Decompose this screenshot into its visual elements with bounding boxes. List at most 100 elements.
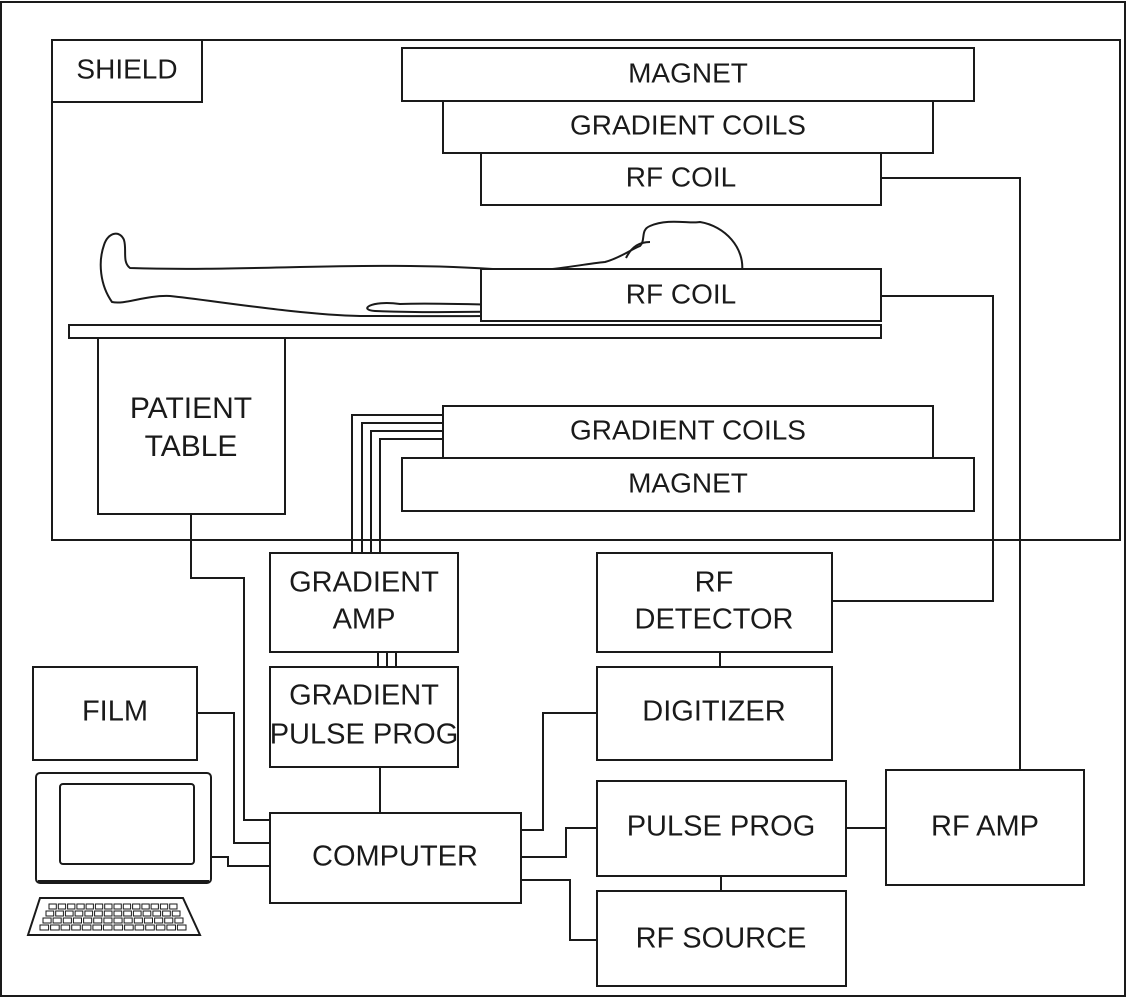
keyboard-key (45, 910, 55, 917)
keyboard-key (143, 917, 153, 924)
rf-detector: RF DETECTOR (596, 552, 833, 653)
keyboard-key (60, 924, 71, 931)
keyboard-key (50, 924, 60, 931)
keyboard-key (171, 910, 181, 917)
shield-label: SHIELD (76, 53, 177, 84)
keyboard-key (67, 903, 76, 910)
keyboard-key (104, 903, 113, 910)
wire-workstation-to-computer (211, 856, 270, 867)
keyboard-key (85, 903, 94, 910)
keyboard-key (103, 910, 113, 917)
rf-amp-box (885, 769, 1085, 886)
gradient-wire-3 (370, 430, 443, 553)
lower-rf-coil-box (480, 268, 882, 322)
upper-magnet-box (401, 47, 975, 102)
wire-patient-table-to-computer (190, 514, 270, 821)
upper-gradient-coils-label: GRADIENT COILS (570, 109, 806, 140)
pulse-prog: PULSE PROG (596, 780, 847, 877)
keyboard-key (113, 924, 124, 931)
keyboard-key (176, 924, 187, 931)
keyboard-key (132, 910, 142, 917)
rf-source: RF SOURCE (596, 890, 847, 987)
upper-magnet-label: MAGNET (628, 57, 748, 88)
workstation (26, 772, 212, 936)
gradient-amp: GRADIENT AMP (269, 552, 459, 653)
computer-box (269, 812, 522, 904)
gradient-amp-box (269, 552, 459, 653)
lower-rf-coil-label: RF COIL (626, 278, 736, 309)
keyboard-key (133, 917, 143, 924)
keyboard-key (76, 903, 85, 910)
keyboard-key (162, 910, 171, 917)
lower-coils: GRADIENT COILS MAGNET (401, 405, 975, 512)
keyboard-key (113, 903, 122, 910)
upper-rf-coil-label: RF COIL (626, 161, 736, 192)
wire-film-to-computer (197, 712, 270, 844)
keyboard-key (64, 910, 74, 917)
keyboard-key (84, 910, 94, 917)
keyboard-key (123, 910, 132, 917)
film-box (32, 666, 198, 761)
table-top (68, 324, 882, 339)
keyboard-key (102, 924, 113, 931)
rf-amp-label: RF AMP (931, 811, 1039, 843)
gradient-amp-label-line1: GRADIENT (289, 567, 439, 599)
keyboard-key (159, 903, 169, 910)
gradient-amp-label-line2: AMP (333, 604, 396, 636)
patient-table-label-line1: PATIENT (130, 392, 252, 425)
patient-table: PATIENT TABLE (97, 337, 286, 515)
rf-source-box (596, 890, 847, 987)
lower-gradient-coils-box (442, 405, 934, 459)
keyboard-key (124, 924, 134, 931)
keyboard-key (92, 924, 103, 931)
keyboard-key (113, 910, 123, 917)
keyboard-key (150, 903, 159, 910)
lower-magnet-label: MAGNET (628, 467, 748, 498)
rf-detector-box (596, 552, 833, 653)
upper-rf-coil-box (480, 152, 882, 206)
keyboard-key (71, 924, 81, 931)
monitor-screen (59, 783, 195, 865)
patient-table-label-line2: TABLE (145, 430, 238, 463)
lower-magnet-stack: RF COIL (480, 268, 882, 322)
gradient-pulse-prog-label-line1: GRADIENT (289, 680, 439, 712)
keyboard-key (94, 903, 104, 910)
gradient-coil-wires (351, 414, 443, 553)
keyboard-key (134, 924, 145, 931)
rf-source-label: RF SOURCE (636, 923, 807, 955)
digitizer-box (596, 666, 833, 761)
keyboard-key (52, 917, 62, 924)
keyboard-key (39, 924, 50, 931)
keyboard-key (48, 903, 57, 910)
keyboard-key (57, 903, 67, 910)
wire-lower-rf-coil-to-rf-detector (832, 295, 994, 602)
keyboard-key (74, 910, 84, 917)
keyboard-key (62, 917, 72, 924)
keyboard-key (164, 917, 174, 924)
keyboard-key (152, 910, 162, 917)
keyboard-key (141, 903, 150, 910)
lower-gradient-coils-label: GRADIENT COILS (570, 414, 806, 445)
lower-magnet-box (401, 457, 975, 512)
keyboard-key (94, 910, 103, 917)
keyboard-key (81, 924, 92, 931)
digitizer-label: DIGITIZER (642, 696, 785, 728)
gradient-wire-2 (361, 422, 443, 553)
keyboard-key (155, 924, 166, 931)
keyboard-key (83, 917, 93, 924)
keyboard-key (122, 903, 132, 910)
wire-upper-rf-coil-to-rf-amp (881, 177, 1021, 770)
gradient-wire-1 (351, 414, 443, 553)
keyboard-keys (39, 903, 187, 931)
pulse-prog-box (596, 780, 847, 877)
keyboard-key (166, 924, 176, 931)
keyboard-key (72, 917, 83, 924)
keyboard-key (55, 910, 64, 917)
shield-label-box (51, 39, 203, 103)
gradient-pulse-prog-box (269, 666, 459, 768)
keyboard-key (169, 903, 178, 910)
pulse-prog-label: PULSE PROG (627, 811, 816, 843)
wire-computer-to-pulse-prog (521, 827, 597, 858)
